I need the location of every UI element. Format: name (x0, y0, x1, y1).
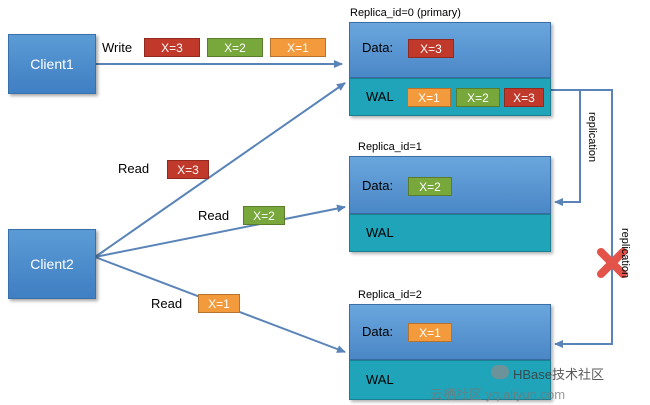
read-value-2: X=2 (243, 206, 285, 225)
write-value-2: X=2 (207, 38, 263, 57)
write-label: Write (102, 40, 133, 55)
replication-label-1: replication (586, 112, 598, 163)
client1-label: Client1 (30, 56, 74, 72)
read-label-2: Read (198, 208, 230, 223)
client1-box: Client1 (8, 34, 96, 94)
replica2-data-box: Data: X=1 (349, 304, 551, 360)
read-arrow-replica1 (94, 204, 346, 258)
replica0-data-box: Data: X=3 (349, 22, 551, 78)
replica2-data-label: Data: (362, 324, 394, 339)
replica0-title: Replica_id=0 (primary) (350, 7, 461, 19)
replica0-wal-label: WAL (366, 89, 394, 104)
replica0-data-label: Data: (362, 40, 394, 55)
replica1-data-box: Data: X=2 (349, 156, 551, 214)
read-value-3: X=1 (198, 294, 240, 313)
replica0-wal-value-3: X=3 (504, 88, 544, 107)
replica1-data-value: X=2 (408, 177, 452, 196)
replica2-title: Replica_id=2 (358, 289, 422, 301)
replication-arrow-2 (554, 89, 613, 348)
client2-label: Client2 (30, 256, 74, 272)
replica2-wal-box: WAL (349, 360, 551, 400)
write-value-3: X=1 (270, 38, 326, 57)
read-label-1: Read (118, 161, 150, 176)
replica1-title: Replica_id=1 (358, 141, 422, 153)
wechat-icon (491, 365, 509, 379)
read-label-3: Read (151, 296, 183, 311)
replication-arrow-1 (551, 89, 581, 206)
replica0-wal-value-2: X=2 (456, 88, 500, 107)
replica0-wal-box: WAL X=1 X=2 X=3 (349, 78, 551, 116)
replica0-data-value: X=3 (408, 39, 454, 58)
replication-label-2: replication (619, 228, 631, 279)
replica1-wal-box: WAL (349, 214, 551, 252)
replication-failed-icon (597, 248, 627, 278)
write-value-1: X=3 (144, 38, 200, 57)
client2-box: Client2 (8, 229, 96, 299)
replica1-data-label: Data: (362, 178, 394, 193)
watermark-site: 云栖社区 yq.aliyun.com (430, 387, 566, 402)
replica0-wal-value-1: X=1 (407, 88, 451, 107)
replica2-wal-label: WAL (366, 372, 394, 387)
replica2-data-value: X=1 (408, 323, 452, 342)
watermark-brand: HBase技术社区 (513, 367, 605, 382)
read-arrow-primary (94, 82, 346, 258)
read-value-1: X=3 (167, 160, 209, 179)
replica1-wal-label: WAL (366, 225, 394, 240)
